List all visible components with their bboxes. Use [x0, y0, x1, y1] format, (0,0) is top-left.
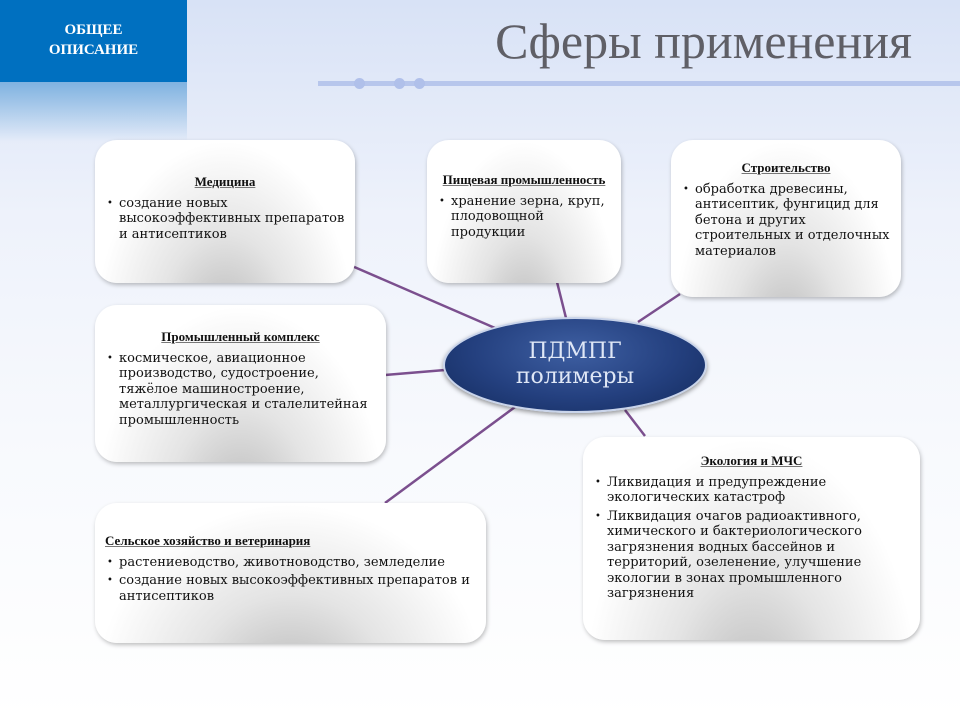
list-item: космическое, авиационное производство, с… — [105, 351, 376, 429]
connector-medicine — [351, 264, 496, 330]
center-node: ПДМПГ полимеры — [443, 317, 707, 413]
list-item: растениеводство, животноводство, земледе… — [105, 555, 476, 571]
connector-ecology — [624, 409, 646, 437]
box-construction: Строительство обработка древесины, антис… — [671, 140, 901, 297]
connector-agriculture — [384, 405, 516, 505]
connector-food — [555, 281, 568, 319]
box-industry: Промышленный комплекс космическое, авиац… — [95, 305, 386, 462]
list-item: создание новых высокоэффективных препара… — [105, 196, 345, 243]
box-title: Промышленный комплекс — [161, 329, 320, 344]
box-medicine: Медицина создание новых высокоэффективны… — [95, 140, 355, 283]
list-item: создание новых высокоэффективных препара… — [105, 573, 476, 604]
rule-dot — [414, 78, 425, 89]
title-rule — [318, 81, 960, 86]
box-title: Сельское хозяйство и ветеринария — [105, 533, 311, 548]
list-item: хранение зерна, круп, плодовощной продук… — [437, 194, 611, 241]
rule-dot — [394, 78, 405, 89]
list-item: Ликвидация и предупреждение экологически… — [593, 475, 910, 506]
box-agriculture: Сельское хозяйство и ветеринария растени… — [95, 503, 486, 643]
center-line1: ПДМПГ — [528, 339, 622, 364]
list-item: обработка древесины, антисептик, фунгици… — [681, 182, 891, 260]
connector-industry — [384, 368, 446, 377]
slide-title: Сферы применения — [495, 13, 912, 69]
box-ecology: Экология и МЧС Ликвидация и предупрежден… — [583, 437, 920, 640]
section-tag: ОБЩЕЕ ОПИСАНИЕ — [0, 0, 187, 82]
box-title: Экология и МЧС — [700, 453, 803, 468]
box-title: Медицина — [194, 174, 256, 189]
list-item: Ликвидация очагов радиоактивного, химиче… — [593, 509, 910, 602]
tag-fade — [0, 82, 187, 142]
box-title: Пищевая промышленность — [442, 172, 606, 187]
box-title: Строительство — [741, 160, 831, 175]
rule-dot — [354, 78, 365, 89]
box-food: Пищевая промышленность хранение зерна, к… — [427, 140, 621, 283]
section-tag-line1: ОБЩЕЕ — [64, 22, 123, 38]
connector-construction — [637, 292, 681, 324]
section-tag-line2: ОПИСАНИЕ — [48, 42, 139, 58]
center-line2: полимеры — [515, 364, 635, 389]
